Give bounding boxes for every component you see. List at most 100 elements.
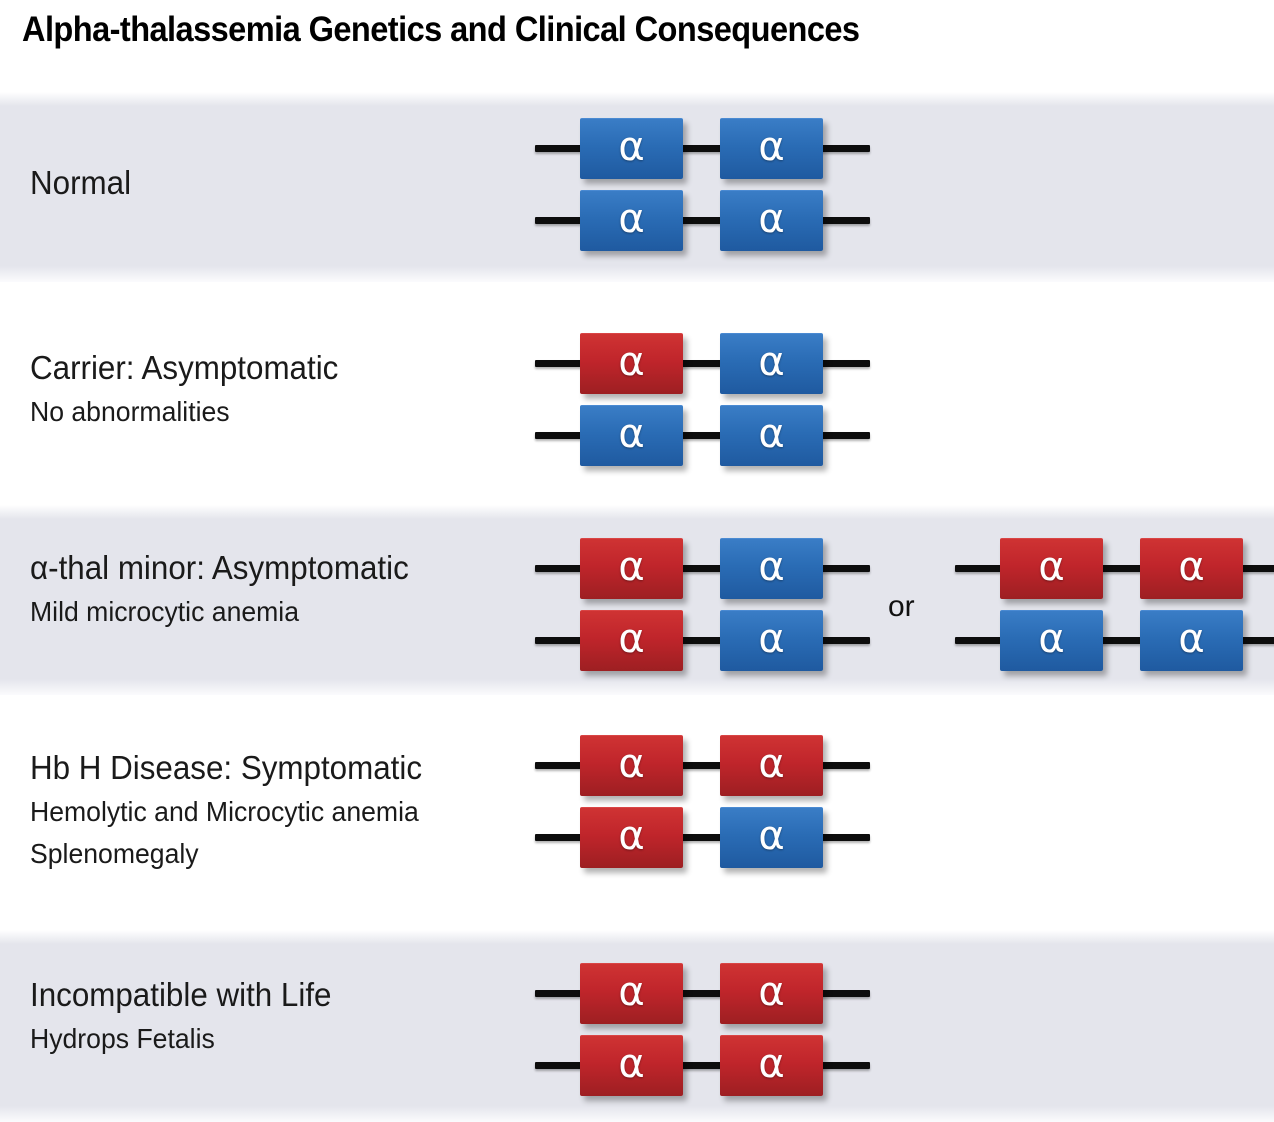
dna-strand-segment: [819, 762, 870, 769]
dna-strand-segment: [679, 637, 724, 644]
row-title: Normal: [30, 164, 132, 201]
gene-box-normal: α: [1000, 610, 1103, 671]
dna-strand-segment: [535, 990, 586, 997]
gene-box-normal: α: [720, 333, 823, 394]
gene-box-normal: α: [580, 405, 683, 466]
dna-strand-segment: [679, 432, 724, 439]
dna-strand-segment: [819, 360, 870, 367]
gene-box-deleted: α: [1140, 538, 1243, 599]
dna-strand-segment: [955, 637, 1006, 644]
dna-strand-segment: [819, 834, 870, 841]
dna-strand-segment: [1239, 637, 1274, 644]
gene-box-deleted: α: [1000, 538, 1103, 599]
dna-strand-segment: [535, 145, 586, 152]
alpha-gene-icon: α: [758, 741, 785, 787]
or-separator-label: or: [888, 590, 915, 623]
gene-box-deleted: α: [580, 538, 683, 599]
row-title: α-thal minor: Asymptomatic: [30, 549, 409, 586]
alpha-gene-icon: α: [618, 196, 645, 242]
gene-box-deleted: α: [580, 1035, 683, 1096]
gene-box-deleted: α: [580, 610, 683, 671]
alpha-gene-icon: α: [618, 544, 645, 590]
dna-strand-segment: [819, 637, 870, 644]
alpha-gene-icon: α: [758, 969, 785, 1015]
gene-box-normal: α: [720, 538, 823, 599]
dna-strand-segment: [819, 145, 870, 152]
dna-strand-segment: [535, 217, 586, 224]
dna-strand-segment: [679, 762, 724, 769]
row-subtitle: Splenomegaly: [30, 838, 199, 869]
row-title: Hb H Disease: Symptomatic: [30, 749, 423, 786]
gene-box-deleted: α: [720, 963, 823, 1024]
dna-strand-segment: [535, 565, 586, 572]
dna-strand-segment: [819, 432, 870, 439]
dna-strand-segment: [679, 990, 724, 997]
page-title: Alpha-thalassemia Genetics and Clinical …: [22, 10, 860, 49]
row-subtitle: Mild microcytic anemia: [30, 596, 300, 627]
gene-box-normal: α: [580, 118, 683, 179]
alpha-gene-icon: α: [618, 1041, 645, 1087]
gene-box-deleted: α: [580, 807, 683, 868]
gene-box-deleted: α: [580, 735, 683, 796]
dna-strand-segment: [679, 145, 724, 152]
gene-box-normal: α: [720, 807, 823, 868]
row-subtitle: Hydrops Fetalis: [30, 1023, 215, 1054]
row-subtitle: No abnormalities: [30, 396, 230, 427]
alpha-gene-icon: α: [618, 124, 645, 170]
dna-strand-segment: [1099, 565, 1144, 572]
dna-strand-segment: [679, 565, 724, 572]
dna-strand-segment: [535, 637, 586, 644]
dna-strand-segment: [1099, 637, 1144, 644]
gene-box-normal: α: [720, 190, 823, 251]
alpha-gene-icon: α: [758, 124, 785, 170]
alpha-gene-icon: α: [758, 544, 785, 590]
dna-strand-segment: [819, 1062, 870, 1069]
alpha-gene-icon: α: [618, 616, 645, 662]
gene-box-deleted: α: [580, 963, 683, 1024]
gene-box-normal: α: [720, 405, 823, 466]
dna-strand-segment: [679, 360, 724, 367]
alpha-gene-icon: α: [618, 339, 645, 385]
dna-strand-segment: [955, 565, 1006, 572]
dna-strand-segment: [679, 1062, 724, 1069]
alpha-gene-icon: α: [618, 411, 645, 457]
alpha-gene-icon: α: [758, 339, 785, 385]
dna-strand-segment: [535, 360, 586, 367]
alpha-gene-icon: α: [1038, 616, 1065, 662]
dna-strand-segment: [535, 1062, 586, 1069]
dna-strand-segment: [1239, 565, 1274, 572]
gene-box-normal: α: [720, 118, 823, 179]
dna-strand-segment: [535, 762, 586, 769]
dna-strand-segment: [535, 834, 586, 841]
alpha-gene-icon: α: [758, 411, 785, 457]
dna-strand-segment: [679, 217, 724, 224]
alpha-gene-icon: α: [1038, 544, 1065, 590]
dna-strand-segment: [819, 990, 870, 997]
alpha-gene-icon: α: [758, 616, 785, 662]
alpha-gene-icon: α: [618, 969, 645, 1015]
alpha-gene-icon: α: [618, 741, 645, 787]
dna-strand-segment: [819, 565, 870, 572]
gene-box-normal: α: [720, 610, 823, 671]
alpha-gene-icon: α: [758, 196, 785, 242]
